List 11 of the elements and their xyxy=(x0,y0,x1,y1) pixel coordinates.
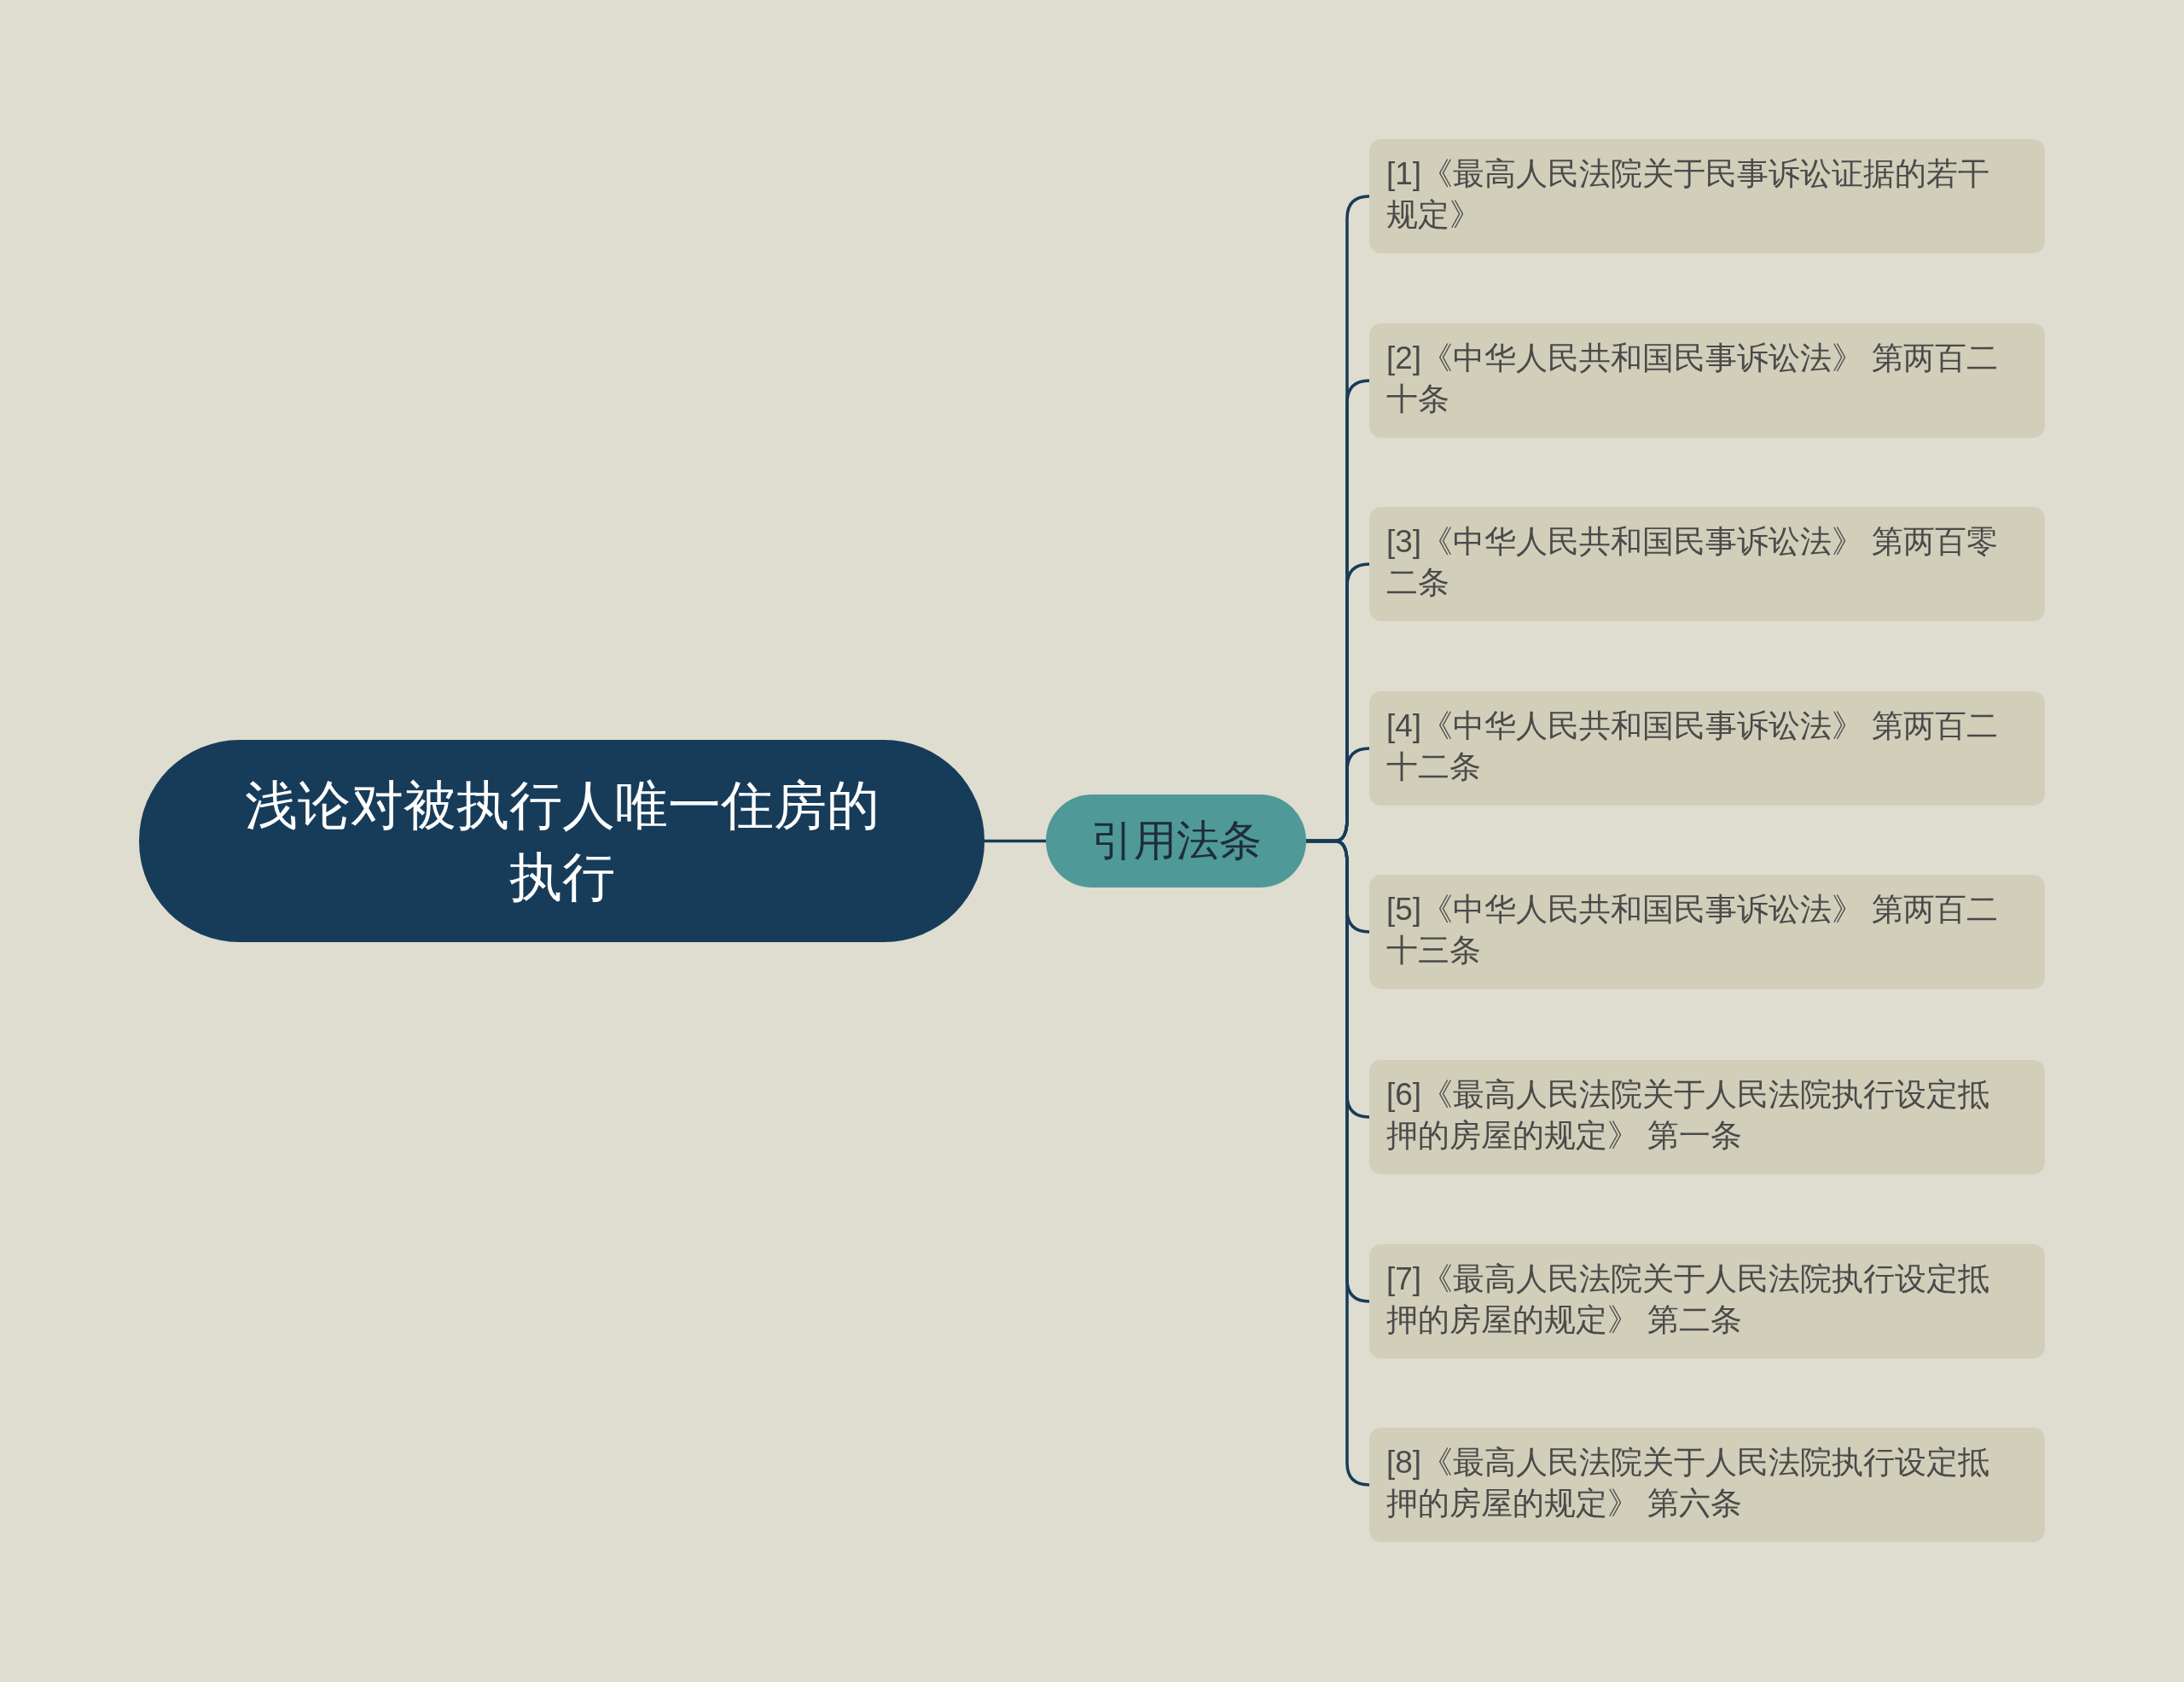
topic-box: 浅论对被执行人唯一住房的执行 xyxy=(139,740,985,942)
leaf-box: [8]《最高人民法院关于人民法院执行设定抵押的房屋的规定》 第六条 xyxy=(1369,1428,2045,1542)
connector-line xyxy=(985,839,1046,843)
leaf-box: [6]《最高人民法院关于人民法院执行设定抵押的房屋的规定》 第一条 xyxy=(1369,1060,2045,1174)
branch-box: 引用法条 xyxy=(1046,794,1306,888)
leaf-box: [2]《中华人民共和国民事诉讼法》 第两百二十条 xyxy=(1369,323,2045,438)
leaf-box: [1]《最高人民法院关于民事诉讼证据的若干规定》 xyxy=(1369,139,2045,253)
leaf-box: [5]《中华人民共和国民事诉讼法》 第两百二十三条 xyxy=(1369,875,2045,989)
leaf-box: [3]《中华人民共和国民事诉讼法》 第两百零二条 xyxy=(1369,507,2045,621)
leaf-box: [7]《最高人民法院关于人民法院执行设定抵押的房屋的规定》 第二条 xyxy=(1369,1244,2045,1359)
leaf-box: [4]《中华人民共和国民事诉讼法》 第两百二十二条 xyxy=(1369,691,2045,806)
